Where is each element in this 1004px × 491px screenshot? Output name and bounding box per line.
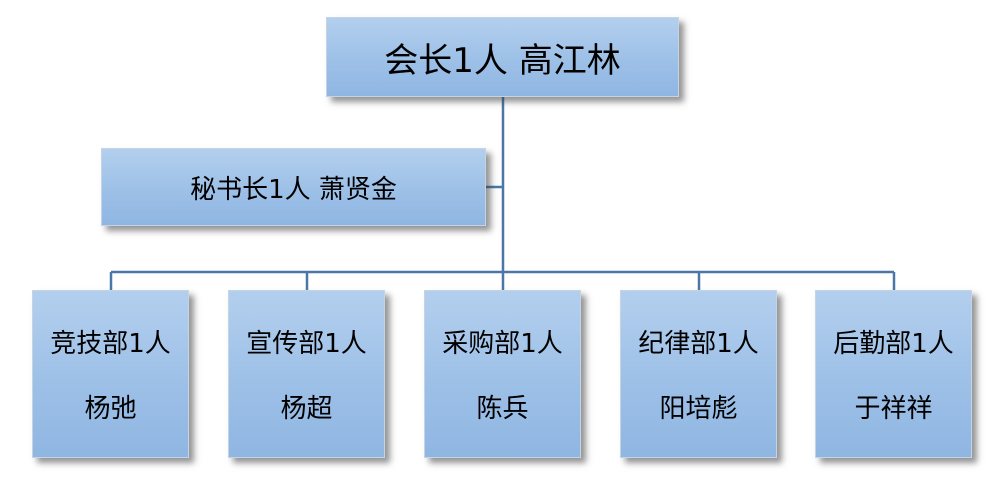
department-title: 后勤部1人	[833, 329, 954, 359]
node-department: 竞技部1人 杨弛	[32, 290, 189, 458]
node-president-name: 高江林	[518, 40, 621, 81]
department-member: 杨弛	[84, 394, 137, 424]
department-title: 宣传部1人	[246, 329, 367, 359]
department-member: 阳培彪	[659, 394, 738, 424]
department-title: 竞技部1人	[50, 329, 171, 359]
node-secretary-general: 秘书长1人 萧贤金	[101, 148, 486, 226]
node-president-title: 会长1人	[384, 40, 508, 81]
department-title: 采购部1人	[442, 329, 563, 359]
department-member: 陈兵	[476, 394, 529, 424]
node-president: 会长1人 高江林	[326, 17, 679, 97]
node-department: 宣传部1人 杨超	[228, 290, 385, 458]
node-department: 采购部1人 陈兵	[424, 290, 581, 458]
node-department: 后勤部1人 于祥祥	[815, 290, 972, 458]
node-president-label: 会长1人 高江林	[384, 33, 620, 82]
department-member: 于祥祥	[854, 394, 933, 424]
department-title: 纪律部1人	[638, 329, 759, 359]
node-department: 纪律部1人 阳培彪	[620, 290, 777, 458]
node-secretary-title: 秘书长1人	[190, 174, 311, 205]
node-secretary-name: 萧贤金	[318, 174, 397, 205]
node-secretary-label: 秘书长1人 萧贤金	[190, 169, 397, 206]
department-member: 杨超	[280, 394, 333, 424]
